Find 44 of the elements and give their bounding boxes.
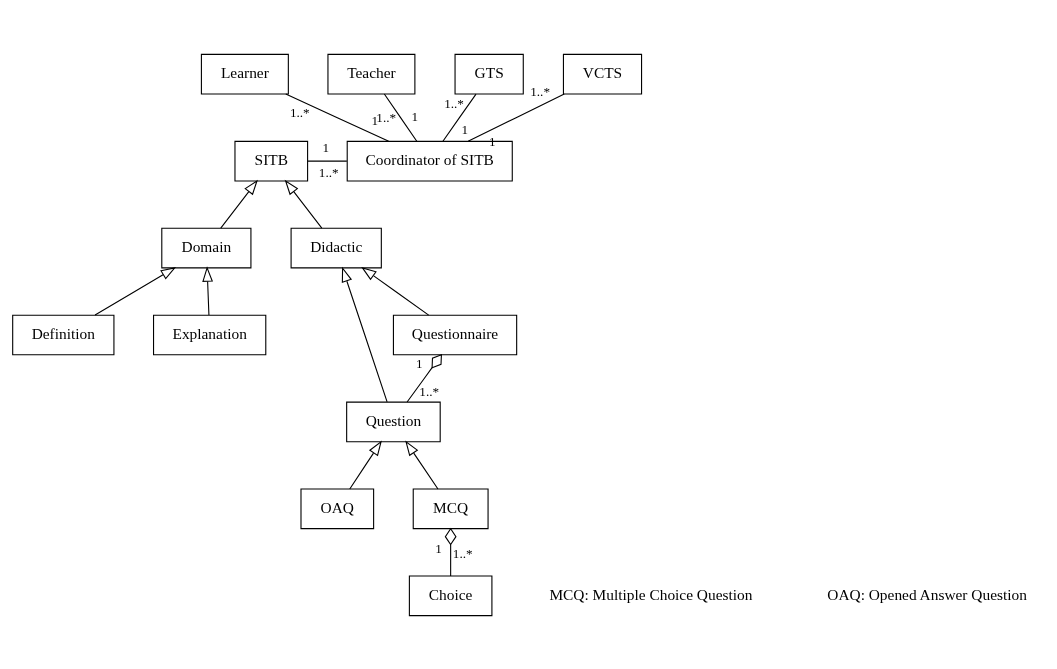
node-box: VCTS <box>562 53 643 95</box>
label: 1..* <box>376 109 397 125</box>
node-box: Question <box>346 401 441 442</box>
label: 1 <box>322 139 330 155</box>
node-box: Definition <box>12 314 115 355</box>
label: 1 <box>411 108 419 124</box>
label: 1..* <box>452 545 473 561</box>
arrow <box>361 266 430 316</box>
arrow <box>220 179 258 229</box>
connector <box>444 527 457 576</box>
label: 1..* <box>318 164 339 180</box>
label: 1 <box>435 540 442 556</box>
label: 1 <box>371 112 378 128</box>
node-box: MCQ <box>412 488 489 529</box>
label: OAQ: Opened Answer Question <box>827 585 1027 603</box>
node-box: GTS <box>454 53 524 95</box>
arrow <box>341 266 388 402</box>
label: MCQ: Multiple Choice Question <box>549 585 753 603</box>
label: 1 <box>461 121 469 137</box>
connector <box>285 93 390 142</box>
node-box: SITB <box>234 140 309 181</box>
arrow <box>349 439 382 489</box>
label: 1..* <box>444 95 464 111</box>
node-box: Explanation <box>153 314 267 355</box>
label: 1..* <box>289 104 310 120</box>
connector <box>406 353 442 403</box>
connector <box>467 93 565 142</box>
connector <box>383 93 418 142</box>
label: 1 <box>415 355 423 371</box>
label: 1..* <box>419 383 440 399</box>
node-box: OAQ <box>300 488 375 529</box>
node-box: Didactic <box>290 227 382 268</box>
connector <box>307 160 348 162</box>
arrow <box>202 265 214 316</box>
node-box: Choice <box>408 574 493 616</box>
node-box: Domain <box>161 227 252 268</box>
arrow <box>405 439 439 489</box>
node-box: Questionnaire <box>392 314 518 355</box>
node-box: Learner <box>200 53 289 95</box>
label: 1..* <box>530 83 550 99</box>
connector <box>442 93 477 142</box>
node-box: Teacher <box>327 53 416 95</box>
arrow <box>284 179 323 229</box>
arrow <box>94 266 177 316</box>
